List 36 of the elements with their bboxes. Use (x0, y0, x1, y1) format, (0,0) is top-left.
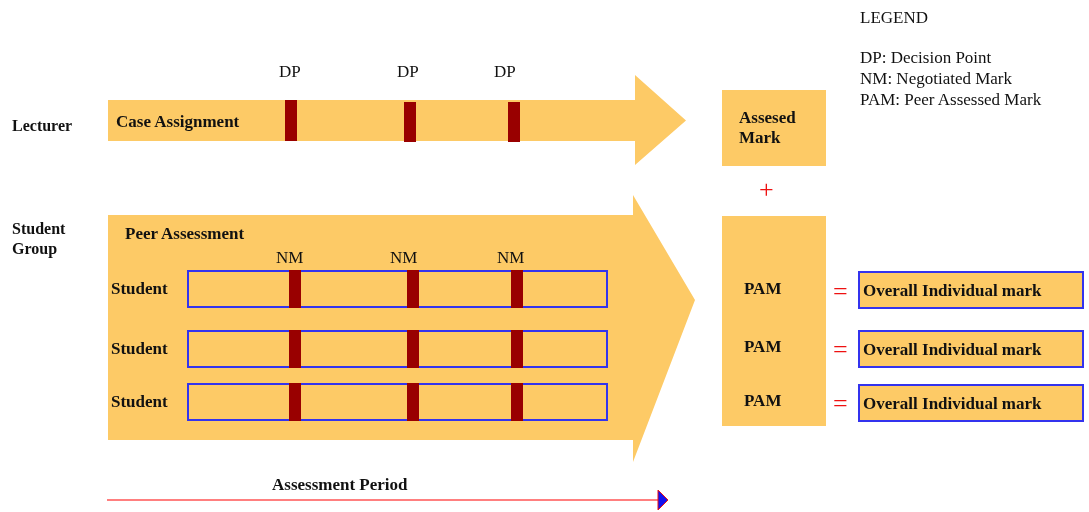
box-text: PAM (744, 391, 782, 411)
axis-label: Assessment Period (272, 475, 408, 495)
arrow-title: Case Assignment (116, 112, 240, 132)
legend-entry: PAM: Peer Assessed Mark (860, 90, 1042, 110)
result-box (858, 271, 1084, 309)
box-text: Overall Individual mark (863, 281, 1042, 301)
legend-entry: NM: Negotiated Mark (860, 69, 1013, 89)
row-label: Student (111, 279, 168, 299)
marker-label: DP (494, 62, 516, 82)
box-text: PAM (744, 337, 782, 357)
box-text: Overall Individual mark (863, 340, 1042, 360)
mark-box (722, 90, 826, 166)
result-box (858, 384, 1084, 422)
marker-label: NM (497, 248, 525, 268)
process-arrow (108, 195, 695, 462)
operator-sign: + (759, 176, 774, 204)
marker-label: NM (390, 248, 418, 268)
lane-label: Lecturer (12, 116, 74, 136)
legend-entry: DP: Decision Point (860, 48, 992, 68)
row-label: Student (111, 339, 168, 359)
row-label: Student (111, 392, 168, 412)
box-text: Assesed Mark (739, 108, 797, 148)
box-text: PAM (744, 279, 782, 299)
process-arrow (108, 75, 686, 165)
marker-label: DP (397, 62, 419, 82)
marker-label: NM (276, 248, 304, 268)
box-text: Overall Individual mark (863, 394, 1042, 414)
marker-label: DP (279, 62, 301, 82)
legend-title: LEGEND (860, 8, 928, 28)
operator-sign: = (833, 336, 848, 364)
lane-label: Student Group (12, 219, 67, 259)
result-box (858, 330, 1084, 368)
mark-box (722, 216, 826, 426)
operator-sign: = (833, 278, 848, 306)
operator-sign: = (833, 390, 848, 418)
arrow-title: Peer Assessment (125, 224, 245, 244)
